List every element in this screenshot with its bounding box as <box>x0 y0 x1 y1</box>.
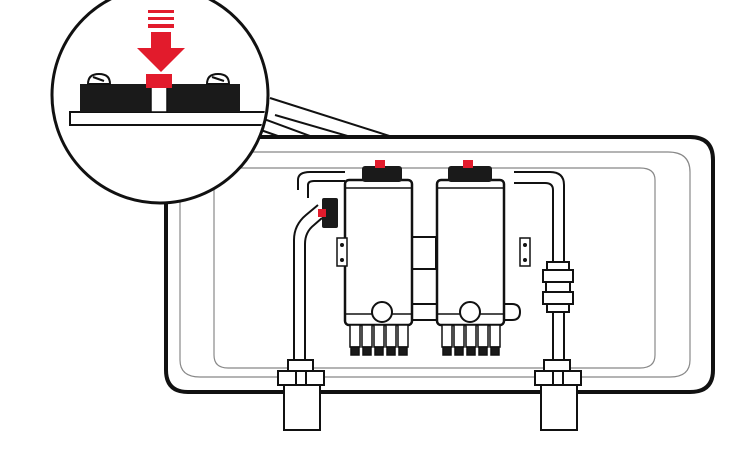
right-nut-line <box>552 370 564 386</box>
heating-unit-right <box>435 160 531 356</box>
screw-icon <box>86 72 112 85</box>
left-pipe <box>277 171 345 431</box>
reset-cap-left <box>362 166 402 182</box>
fitting-bottom <box>542 291 574 305</box>
heating-unit-left <box>336 160 414 356</box>
reset-button-right <box>463 160 473 168</box>
left-pipe-end <box>283 384 321 431</box>
down-arrow-icon <box>137 10 185 72</box>
fitting-mid <box>545 281 571 293</box>
reset-button-left <box>375 160 385 168</box>
side-reset-left <box>318 198 338 228</box>
left-nut-line <box>295 370 307 386</box>
inset-reset-button <box>146 74 172 88</box>
fitting-low <box>546 303 570 313</box>
screw-icon-right <box>205 72 231 85</box>
terminals-left <box>349 324 409 356</box>
right-pipe-end <box>540 384 578 431</box>
fitting-body <box>542 269 574 283</box>
reset-cap-right <box>448 166 492 182</box>
right-pipe <box>514 171 582 431</box>
inset-slot <box>150 83 168 113</box>
inset-base <box>69 111 266 126</box>
zoom-inset <box>50 0 270 205</box>
fitting-top <box>546 261 570 271</box>
terminals-right <box>441 324 501 356</box>
